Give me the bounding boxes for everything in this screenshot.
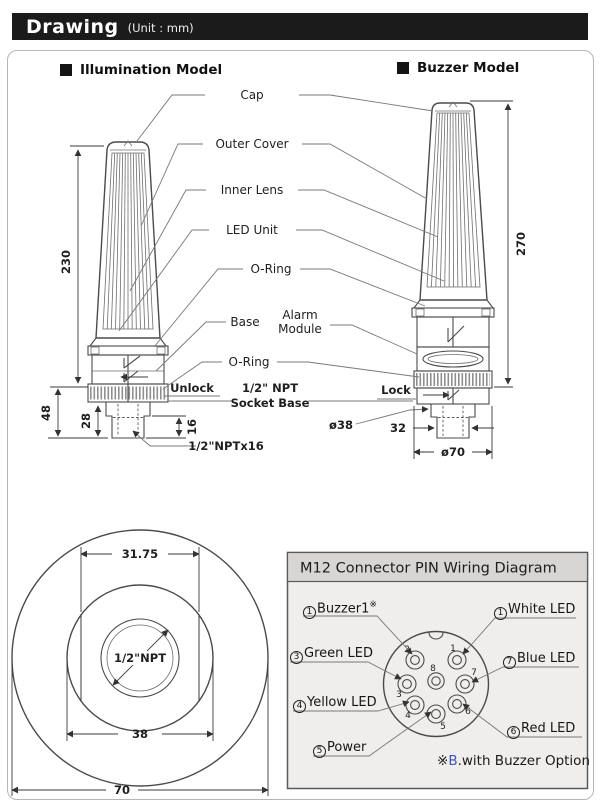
socket-base-line1: 1/2" NPT xyxy=(242,381,298,395)
pin-number-5: 5 xyxy=(440,722,446,732)
part-label-alarm-line2: Module xyxy=(278,322,322,336)
pin-number-8: 8 xyxy=(430,664,436,674)
title-bar: Drawing (Unit : mm) xyxy=(12,13,588,40)
part-label-lock: Lock xyxy=(381,383,411,397)
m12-panel-title: M12 Connector PIN Wiring Diagram xyxy=(300,561,557,577)
buzzer-model-label: Buzzer Model xyxy=(417,60,520,76)
connector-pins xyxy=(397,650,475,724)
dim-32-label: 32 xyxy=(390,421,406,435)
content-border xyxy=(7,50,594,800)
dim-270-label: 270 xyxy=(514,232,528,256)
circled-number: 3 xyxy=(290,650,303,664)
circled-number: 4 xyxy=(293,699,306,713)
page-title: Drawing xyxy=(26,15,119,38)
socket-base-line2: Socket Base xyxy=(231,396,310,410)
pin-number-7: 7 xyxy=(471,668,477,678)
part-leader-lines xyxy=(118,94,445,402)
dim-230-label: 230 xyxy=(59,250,73,274)
dim-28-label: 28 xyxy=(79,413,93,429)
bullet-square-icon xyxy=(60,64,72,76)
mount-mid-dia-label: 38 xyxy=(132,727,148,741)
part-label-outer-cover: Outer Cover xyxy=(215,137,288,151)
footnote-highlight: B xyxy=(448,753,458,769)
mount-across-flats-label: 31.75 xyxy=(122,547,158,561)
mount-center-thread-label: 1/2"NPT xyxy=(114,651,166,665)
part-label-unlock: Unlock xyxy=(170,381,214,395)
part-label-o-ring-lower: O-Ring xyxy=(228,355,269,369)
part-label-alarm-line1: Alarm xyxy=(282,308,317,322)
buzzer-dimensions: 270 ø38 32 ø70 xyxy=(329,100,528,459)
part-labels: Cap Outer Cover Inner Lens LED Unit O-Ri… xyxy=(170,88,411,410)
circled-number: 1 xyxy=(303,605,316,619)
npt-thread-label: 1/2"NPTx16 xyxy=(188,439,264,453)
part-label-base: Base xyxy=(230,315,259,329)
pin-number-4: 4 xyxy=(405,711,411,721)
m12-panel: M12 Connector PIN Wiring Diagram 2 1 8 3… xyxy=(286,551,589,790)
buzzer-option-footnote: ※B.with Buzzer Option xyxy=(437,753,590,769)
m12-leader-lines xyxy=(290,615,582,757)
illumination-model-label: Illumination Model xyxy=(80,62,223,78)
part-label-led-unit: LED Unit xyxy=(226,223,278,237)
circled-number: 1 xyxy=(494,606,507,620)
buzzer-model-header: Buzzer Model xyxy=(397,60,519,76)
illumination-tower-drawing xyxy=(87,140,169,439)
buzzer-tower-drawing xyxy=(411,101,495,439)
bullet-square-icon xyxy=(397,62,409,74)
circled-number: 5 xyxy=(313,744,326,758)
m12-connector-face: 2 1 8 3 7 4 5 6 xyxy=(382,630,490,738)
pin-number-1: 1 xyxy=(450,644,456,654)
mounting-hole-view: 1/2"NPT 31.75 38 70 xyxy=(11,529,269,797)
part-label-o-ring-upper: O-Ring xyxy=(250,262,291,276)
pin-number-6: 6 xyxy=(465,707,471,717)
circled-number: 6 xyxy=(507,725,520,739)
dim-16-label: 16 xyxy=(185,419,199,435)
part-label-inner-lens: Inner Lens xyxy=(221,183,284,197)
unit-note: (Unit : mm) xyxy=(127,21,194,35)
dim-dia38-label: ø38 xyxy=(329,418,353,432)
pin-number-3: 3 xyxy=(396,690,402,700)
illumination-dimensions: 230 48 28 16 1/2"NPTx16 xyxy=(39,145,264,453)
dim-dia70-label: ø70 xyxy=(441,445,465,459)
part-label-cap: Cap xyxy=(240,88,263,102)
circled-number: 7 xyxy=(503,655,516,669)
connector-key-notch xyxy=(428,632,444,640)
mount-outer-dia-label: 70 xyxy=(114,783,130,797)
dim-48-label: 48 xyxy=(39,405,53,421)
illumination-model-header: Illumination Model xyxy=(60,62,222,78)
reference-mark: ※ xyxy=(369,600,377,610)
